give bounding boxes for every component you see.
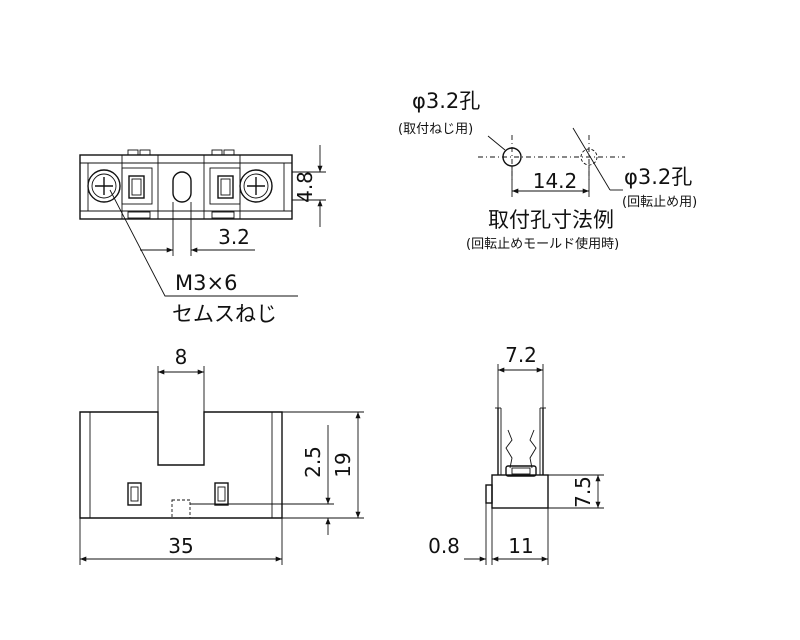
hole2-label: φ3.2孔: [624, 165, 692, 189]
left-clip-window: [127, 482, 142, 506]
screw-label: M3×6: [175, 271, 237, 295]
center-slot: [172, 171, 192, 203]
top-view-outline: [79, 154, 293, 220]
front-view-outline: [79, 411, 283, 519]
hole1-label: φ3.2孔: [412, 89, 480, 113]
dim-side-offset: 0.8: [428, 534, 460, 558]
side-view: 7.2 7.5 0.8 11: [428, 343, 604, 565]
side-view-base: [491, 474, 549, 509]
dim-front-height: 19: [331, 452, 355, 477]
dim-top-height: 4.8: [293, 171, 317, 203]
top-view: 4.8 3.2 M3×6 セムスねじ: [79, 145, 326, 326]
right-clip-window: [214, 482, 229, 506]
dim-front-lower: 2.5: [301, 446, 325, 478]
screw-type-label: セムスねじ: [172, 302, 277, 326]
dim-hole-pitch: 14.2: [533, 169, 578, 193]
hole1-note: (取付ねじ用): [398, 122, 473, 137]
mount-hole-title: 取付孔寸法例: [488, 208, 614, 232]
dim-side-top: 7.2: [505, 343, 537, 367]
left-contact: [505, 429, 513, 469]
right-clip: [217, 175, 234, 199]
left-screw-icon: [87, 169, 121, 203]
front-view: 8 35 19 2.5: [79, 345, 364, 565]
left-clip: [128, 175, 145, 199]
dim-side-depth: 11: [508, 534, 533, 558]
dim-front-slot-width: 8: [175, 345, 188, 369]
right-contact: [529, 429, 537, 469]
right-screw-icon: [239, 169, 273, 203]
dim-side-base-height: 7.5: [571, 476, 595, 508]
mount-hole-subtitle: (回転止めモールド使用時): [466, 236, 619, 252]
mount-hole-diagram: 14.2 φ3.2孔 (取付ねじ用) φ3.2孔 (回転止め用) 取付孔寸法例 …: [398, 89, 697, 252]
dim-front-total-width: 35: [168, 534, 193, 558]
hole2-note: (回転止め用): [622, 195, 697, 210]
screw-leader: [109, 189, 298, 297]
dim-slot-width: 3.2: [218, 225, 250, 249]
